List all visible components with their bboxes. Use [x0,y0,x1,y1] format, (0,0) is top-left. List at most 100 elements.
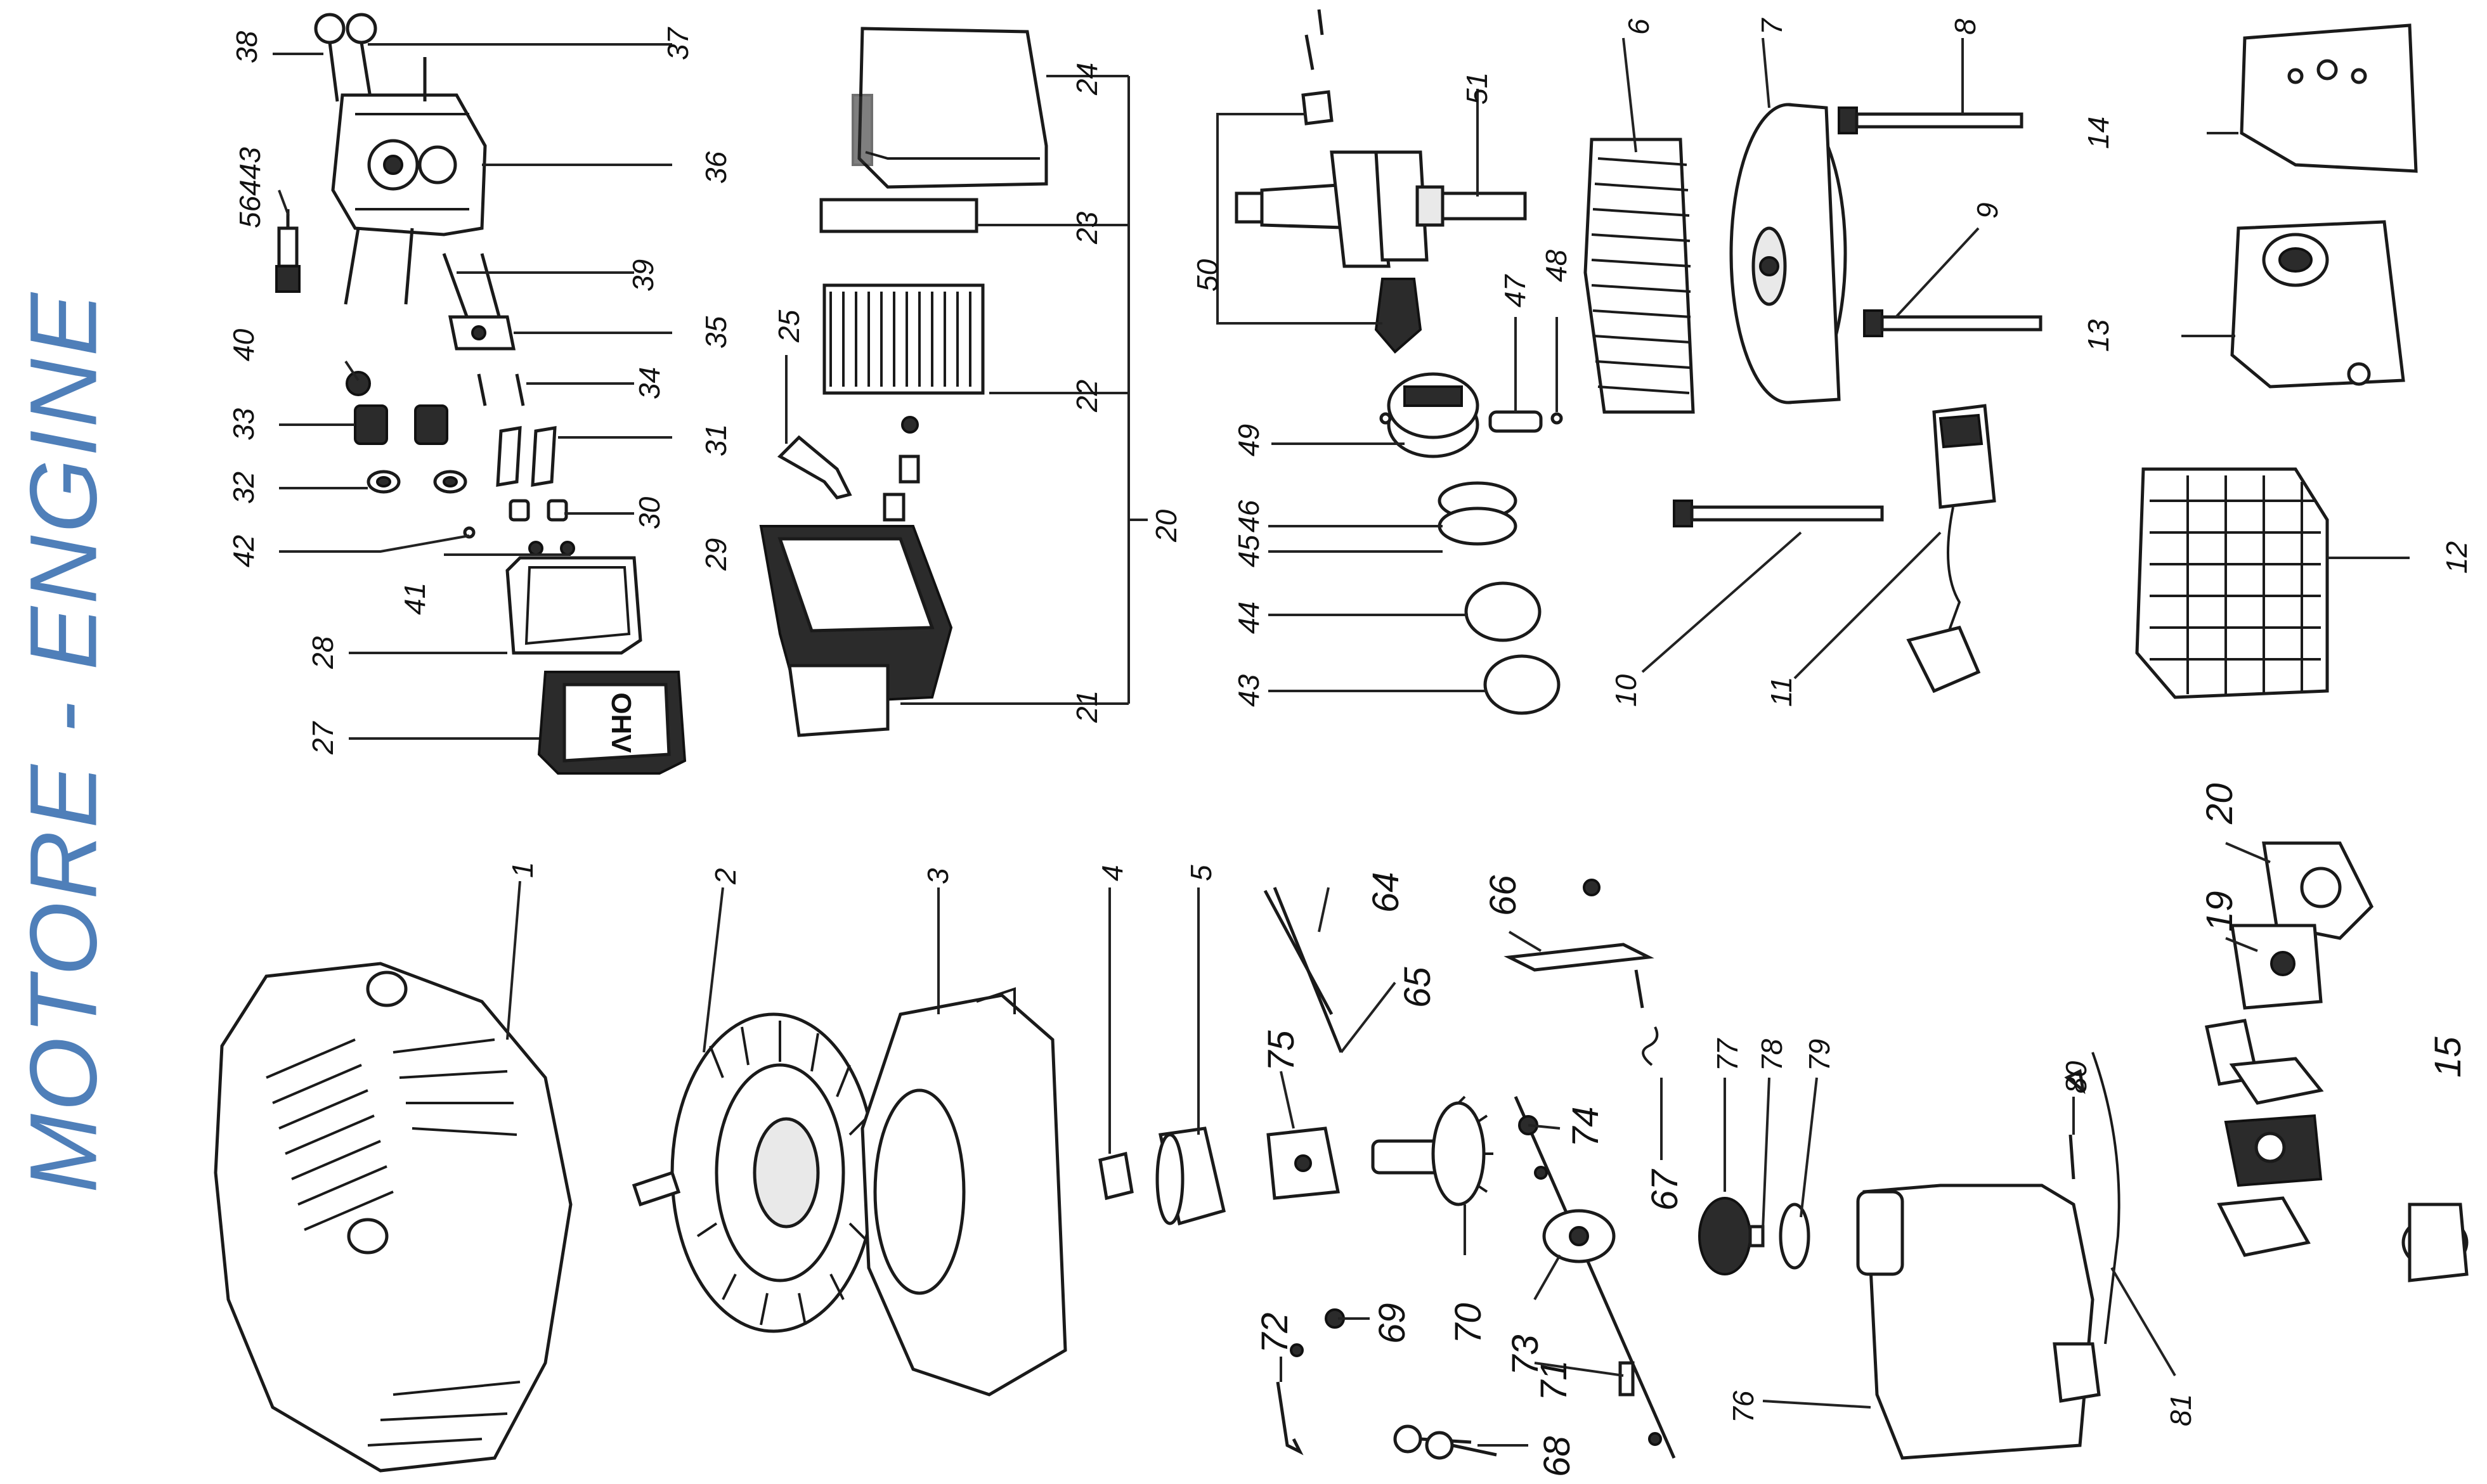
governor-plate [1266,1126,1340,1200]
governor-rods [1263,887,1343,1053]
bolts-8-9-10 [1673,106,2042,527]
callout-11: 11 [1765,676,1798,707]
crankshaft [1235,150,1527,268]
callout-37: 37 [661,27,694,60]
callout-29: 29 [699,538,732,571]
callout-41: 41 [398,583,431,615]
callout-81: 81 [2164,1394,2197,1426]
valve-37-38 [314,13,377,102]
valve-cover: OHV [537,671,687,775]
connecting-rod [1374,278,1422,354]
fuel-line [2064,1052,2120,1345]
callout-31: 31 [699,424,732,456]
spring-67 [1642,1026,1659,1066]
callout-10: 10 [1609,674,1642,707]
callout-48: 48 [1540,249,1573,282]
callout-21: 21 [1070,690,1103,723]
callout-3: 3 [921,868,954,884]
flywheel-disc [1729,103,1847,404]
callout-69: 69 [1372,1303,1413,1344]
callout-46: 46 [1232,500,1265,532]
callout-50: 50 [1191,259,1224,292]
callout-68: 68 [1536,1436,1578,1477]
callout-34: 34 [633,367,666,399]
callout-4: 4 [1096,865,1129,881]
callout-13: 13 [2082,319,2115,352]
callout-27: 27 [306,721,339,755]
fuel-cap [1698,1197,1810,1275]
cylinder-head [331,57,487,236]
callout-74: 74 [1565,1106,1606,1147]
head-gasket [505,556,642,655]
callout-47: 47 [1498,274,1531,307]
callout-20-upper: 20 [1150,509,1183,543]
ohv-badge: OHV [606,692,637,753]
callout-32: 32 [227,472,260,504]
callout-40: 40 [227,328,260,361]
callout-76: 76 [1727,1390,1760,1423]
callout-72: 72 [1254,1312,1295,1353]
callout-30: 30 [633,496,666,529]
fan-housing [860,987,1067,1397]
leader-lines [273,37,2410,1447]
piston-rings [1438,481,1561,715]
callout-45: 45 [1232,534,1265,567]
flywheel-finned [1583,138,1695,414]
callout-2: 2 [709,868,742,885]
paper-filter [822,283,985,395]
callout-75: 75 [1261,1030,1302,1071]
starter-cup [1155,1126,1226,1226]
piston-pin [1379,410,1563,433]
recoil-starter [632,1012,877,1333]
valve-springs [346,371,476,539]
callout-35: 35 [699,316,732,349]
callout-70: 70 [1448,1303,1489,1344]
studs [344,228,414,305]
air-intake-15 [2401,1203,2469,1282]
callout-7: 7 [1755,18,1788,35]
callout-25: 25 [772,309,805,343]
callout-19: 19 [2199,891,2240,932]
callout-20-lower: 20 [2199,783,2240,825]
callout-51: 51 [1460,72,1493,105]
callout-labels: 38 37 56443 36 39 35 40 34 33 31 32 30 4… [227,18,2473,1477]
governor-lever [1503,879,1654,1009]
pushrod-guide [442,253,516,351]
callout-22: 22 [1070,380,1103,413]
rocker-arms [477,373,575,556]
muffler [2230,220,2405,389]
ignition-coil [1906,404,1996,694]
callout-33: 33 [227,408,260,441]
flywheel-nut [1098,1151,1134,1201]
governor-shaft [1514,1095,1676,1459]
camshaft [1371,1095,1493,1206]
callout-44: 44 [1232,602,1265,634]
callout-24: 24 [1070,63,1103,96]
filter-bracket [777,435,852,500]
callout-14: 14 [2082,117,2115,149]
callout-79: 79 [1803,1039,1836,1071]
muffler-heat-shield [2240,23,2418,173]
engine-shroud [214,962,573,1473]
bolts-crank [1301,9,1334,126]
callout-78: 78 [1755,1038,1788,1071]
carburetor-set [2204,841,2374,1257]
callout-9: 9 [1971,202,2004,219]
muffler-guard [2135,467,2329,699]
air-filter-cover [852,27,1048,189]
callout-39: 39 [627,259,659,292]
callout-6: 6 [1622,18,1655,35]
spark-plug [275,209,301,293]
callout-80: 80 [2060,1061,2093,1094]
callout-42: 42 [227,535,260,567]
callout-15: 15 [2427,1036,2469,1078]
callout-77: 77 [1711,1038,1744,1071]
filter-base [759,416,953,737]
callout-56443: 56443 [233,147,266,228]
callout-8: 8 [1949,18,1982,35]
callout-73: 73 [1505,1334,1546,1376]
callout-71: 71 [1533,1360,1575,1401]
callout-64: 64 [1365,872,1406,913]
piston [1387,372,1479,458]
callout-65: 65 [1397,967,1438,1008]
